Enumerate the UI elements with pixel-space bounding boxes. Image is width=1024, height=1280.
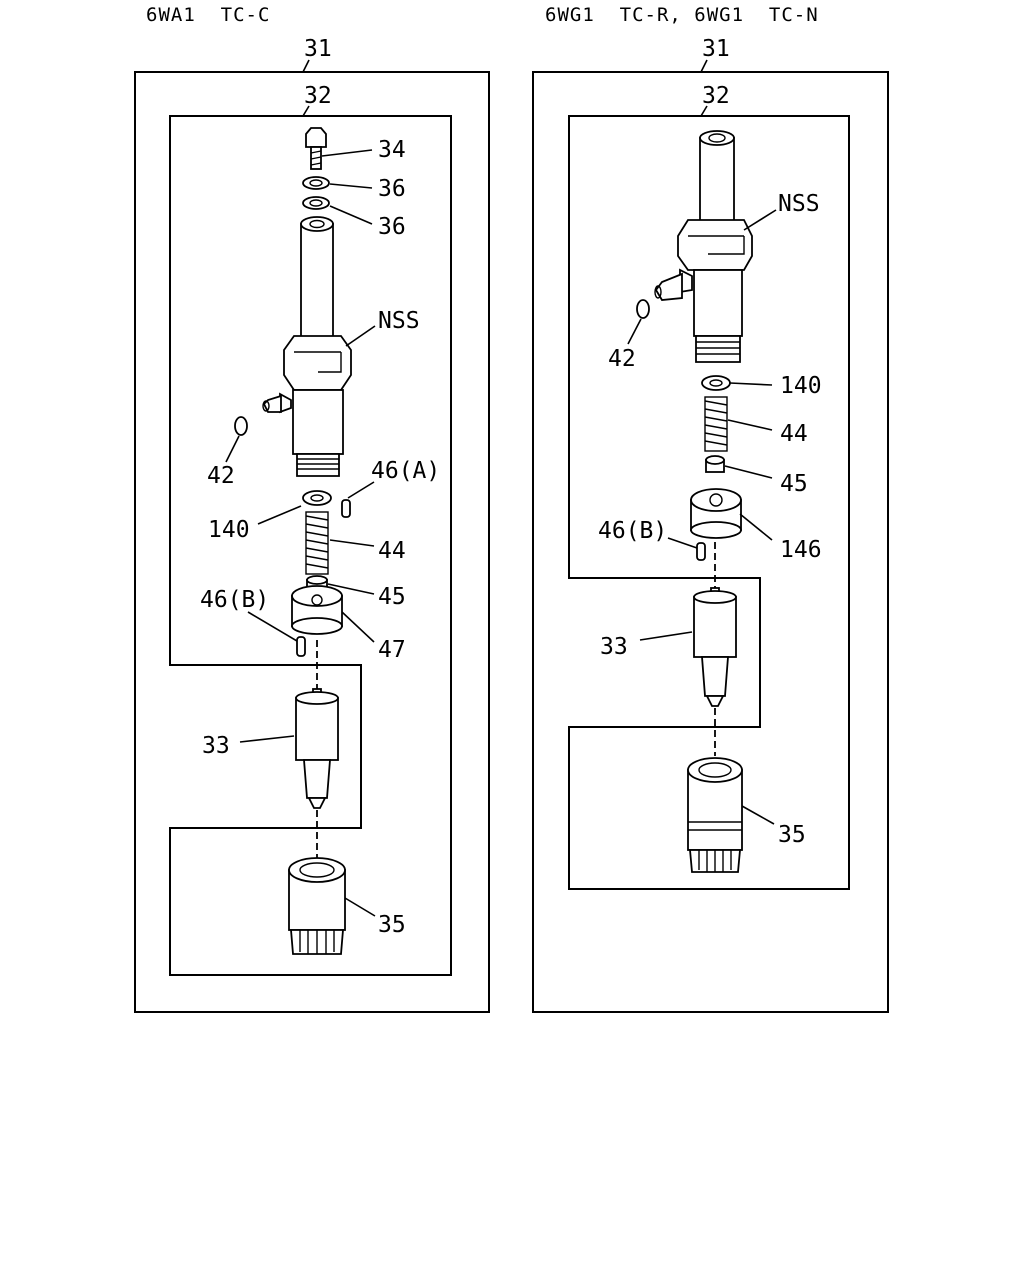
left-label-46a: 46(A): [371, 458, 440, 484]
left-label-33: 33: [202, 733, 230, 759]
right-injector-holder: [654, 130, 753, 363]
left-label-32: 32: [304, 83, 332, 109]
right-pin-b: [696, 542, 706, 561]
left-nozzle-nut: [288, 857, 346, 955]
left-label-nss: NSS: [378, 308, 420, 334]
right-label-42: 42: [608, 346, 636, 372]
left-injector-holder: [262, 216, 352, 477]
left-spacer: [291, 585, 343, 635]
left-label-36-upper: 36: [378, 176, 406, 202]
left-label-140: 140: [208, 517, 250, 543]
right-label-146: 146: [780, 537, 822, 563]
right-label-32: 32: [702, 83, 730, 109]
right-seat: [705, 455, 725, 473]
left-spring: [305, 511, 329, 575]
left-outer-frame: [134, 71, 490, 1013]
right-nozzle: [693, 587, 737, 707]
right-assembly: 31 32 NSS 42 140 44 45 46(B) 146 33 35: [532, 36, 889, 1013]
right-label-31: 31: [702, 36, 730, 62]
left-inner-frame: [169, 115, 452, 976]
left-pin-b: [296, 636, 306, 657]
right-washer-140: [701, 375, 731, 391]
right-label-140: 140: [780, 373, 822, 399]
left-washer-lower: [302, 196, 330, 210]
right-spring: [704, 396, 728, 452]
right-label-44: 44: [780, 421, 808, 447]
left-pin-a: [341, 499, 351, 518]
left-nozzle: [295, 688, 339, 809]
left-o-ring: [234, 416, 248, 436]
left-bolt: [305, 127, 327, 170]
left-label-35: 35: [378, 912, 406, 938]
left-label-34: 34: [378, 137, 406, 163]
right-inner-frame: [568, 115, 850, 890]
right-spacer: [690, 488, 742, 539]
right-o-ring: [636, 299, 650, 319]
left-assembly: 31 32 34 36 36 NSS 42 46(A) 140 44 46(B)…: [134, 36, 490, 1013]
left-label-45: 45: [378, 584, 406, 610]
left-label-36-lower: 36: [378, 214, 406, 240]
left-label-44: 44: [378, 538, 406, 564]
left-washer-140: [302, 490, 332, 506]
right-label-nss: NSS: [778, 191, 820, 217]
right-label-35: 35: [778, 822, 806, 848]
right-label-45: 45: [780, 471, 808, 497]
right-leader-lines: [627, 59, 777, 825]
left-washer-upper: [302, 176, 330, 190]
right-label-33: 33: [600, 634, 628, 660]
right-model-title: 6WG1 TC-R, 6WG1 TC-N: [545, 4, 819, 26]
left-label-46b: 46(B): [200, 587, 269, 613]
right-nozzle-nut: [687, 757, 743, 873]
left-label-47: 47: [378, 637, 406, 663]
right-outer-frame: [532, 71, 889, 1013]
left-model-title: 6WA1 TC-C: [146, 4, 271, 26]
left-label-31: 31: [304, 36, 332, 62]
right-label-46b: 46(B): [598, 518, 667, 544]
left-leader-lines: [225, 59, 376, 917]
left-label-42: 42: [207, 463, 235, 489]
